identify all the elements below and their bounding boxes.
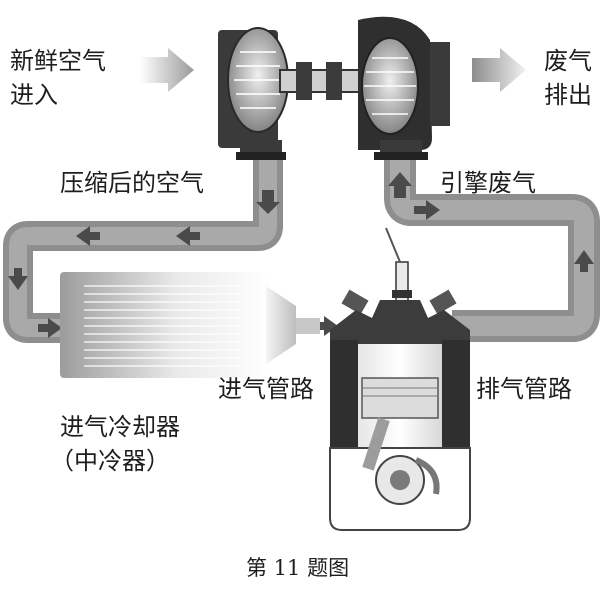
arrow-up-exhaust: [388, 172, 412, 198]
label-intake-manifold: 进气管路: [218, 375, 314, 403]
arrow-up-right: [574, 250, 594, 272]
fresh-air-arrow: [140, 48, 194, 92]
intake-manifold: [330, 340, 358, 448]
figure-caption: 第 11 题图: [246, 556, 350, 580]
label-intercooler-line1: 进气冷却器: [60, 413, 180, 441]
exhaust-pipe: [384, 160, 600, 342]
intercooler-body: [60, 272, 270, 378]
arrow-down-intake: [256, 190, 280, 214]
exhaust-manifold: [442, 340, 470, 448]
arrow-down-left: [8, 268, 28, 290]
label-fresh-air-line2: 进入: [10, 81, 58, 109]
arrow-left-2: [76, 226, 100, 246]
arrow-right-cooler: [38, 318, 62, 338]
piston: [361, 377, 439, 419]
label-exhaust-out-line2: 排出: [544, 81, 592, 109]
arrow-left-1: [176, 226, 200, 246]
exhaust-out-arrow: [472, 48, 526, 92]
label-intercooler-line2: （中冷器）: [50, 447, 170, 475]
arrow-intake-engine: [314, 316, 338, 336]
label-compressed-air: 压缩后的空气: [60, 169, 204, 197]
intercooler-outlet-cone: [266, 286, 296, 364]
intercooler: [60, 272, 320, 378]
flow-arrows: [8, 172, 594, 338]
turbocharger: [218, 16, 450, 160]
label-exhaust-out-line1: 废气: [544, 47, 592, 75]
intake-pipe: [3, 160, 283, 343]
turbo-shaft: [279, 69, 361, 93]
arrow-right-exhaust: [414, 200, 440, 220]
label-fresh-air-line1: 新鲜空气: [10, 47, 106, 75]
label-exhaust-manifold: 排气管路: [476, 375, 572, 403]
label-engine-exhaust: 引擎废气: [440, 169, 536, 197]
engine-cylinder: [329, 227, 471, 531]
